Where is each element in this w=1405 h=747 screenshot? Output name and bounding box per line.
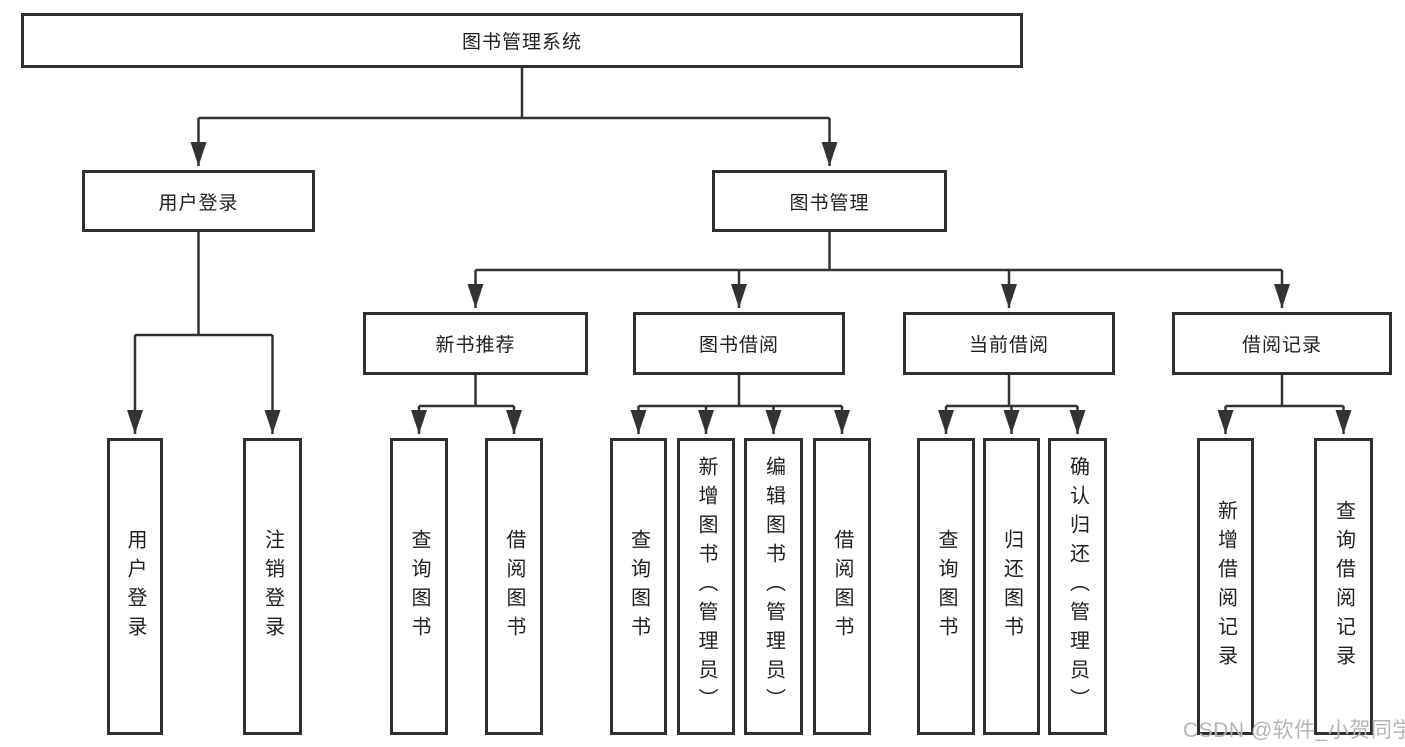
leaf-query-borrow-record: 查询借阅记录: [1314, 438, 1373, 735]
leaf-query-books-2: 查询图书: [610, 438, 667, 735]
leaf-logout: 注销登录: [243, 438, 302, 735]
leaf-edit-book-admin: 编辑图书（管理员）: [744, 438, 803, 735]
node-user-login: 用户登录: [82, 170, 315, 232]
leaf-confirm-return-admin: 确认归还（管理员）: [1048, 438, 1107, 735]
leaf-borrow-books-1: 借阅图书: [485, 438, 543, 735]
leaf-add-book-admin: 新增图书（管理员）: [677, 438, 735, 735]
leaf-borrow-books-2: 借阅图书: [813, 438, 871, 735]
leaf-add-borrow-record: 新增借阅记录: [1197, 438, 1254, 735]
node-book-borrow: 图书借阅: [633, 312, 845, 375]
node-root-library-system: 图书管理系统: [21, 13, 1023, 68]
csdn-watermark: CSDN @软件_小贺同学: [1183, 719, 1405, 742]
leaf-query-books-3: 查询图书: [917, 438, 975, 735]
leaf-user-login: 用户登录: [107, 438, 163, 735]
node-book-management: 图书管理: [712, 170, 947, 232]
node-current-borrow: 当前借阅: [903, 312, 1115, 375]
node-new-book-recommend: 新书推荐: [363, 312, 588, 375]
leaf-return-book: 归还图书: [983, 438, 1040, 735]
leaf-query-books-1: 查询图书: [390, 438, 448, 735]
node-borrow-record: 借阅记录: [1172, 312, 1392, 375]
